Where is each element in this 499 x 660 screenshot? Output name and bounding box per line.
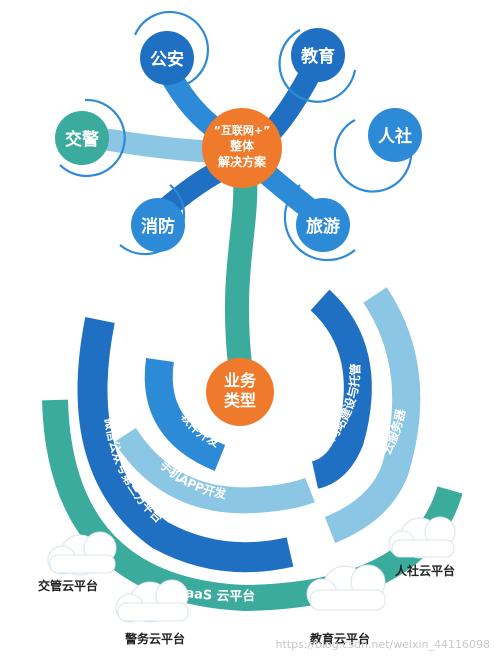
- node-label-social: 人社: [378, 126, 412, 147]
- node-label-tourism: 旅游: [306, 216, 340, 237]
- center-business-type-line2: 类型: [224, 391, 256, 410]
- node-交警: 交警: [55, 111, 109, 165]
- node-人社: 人社: [368, 108, 422, 162]
- node-label-education: 教育: [300, 46, 335, 67]
- watermark-text: https://blog.csdn.net/weixin_44116098: [275, 638, 490, 651]
- center-business-type: 业务 类型: [206, 358, 274, 426]
- node-label-fire: 消防: [141, 216, 175, 237]
- node-label-police: 公安: [150, 49, 184, 70]
- center-solution-line1: “互联网+”: [214, 123, 271, 137]
- node-公安: 公安: [140, 31, 194, 85]
- cloud-label-traffic: 交管云平台: [38, 578, 98, 593]
- node-旅游: 旅游: [296, 198, 350, 252]
- center-solution-line2: 整体: [229, 138, 255, 153]
- node-消防: 消防: [131, 198, 185, 252]
- center-solution: “互联网+” 整体 解决方案: [202, 108, 282, 188]
- cloud-label-social: 人社云平台: [395, 563, 455, 578]
- center-solution-line3: 解决方案: [218, 154, 267, 169]
- cloud-label-education: 教育云平台: [309, 631, 370, 646]
- node-rings: [59, 10, 413, 262]
- center-business-type-line1: 业务: [224, 371, 257, 390]
- cloud-icon: [47, 516, 456, 623]
- node-教育: 教育: [291, 28, 345, 82]
- cloud-label-police: 警务云平台: [124, 631, 185, 646]
- node-label-traffic-police: 交警: [65, 129, 99, 150]
